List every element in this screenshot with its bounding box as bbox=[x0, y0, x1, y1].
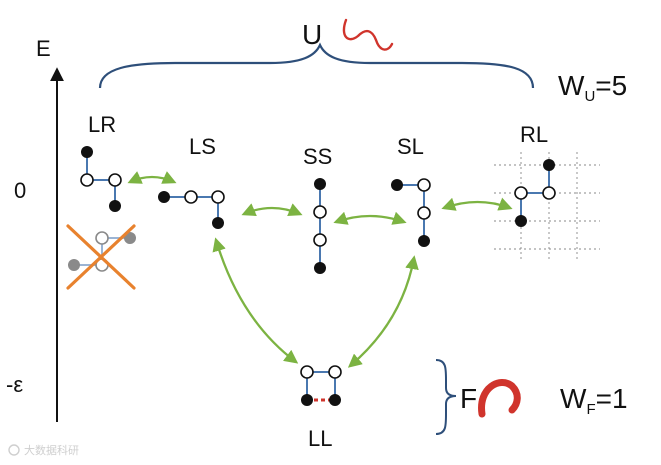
folded-brace bbox=[435, 359, 457, 435]
state-label-ll: LL bbox=[308, 426, 332, 451]
arrow-lr-ls bbox=[127, 171, 177, 184]
state-ls bbox=[158, 190, 225, 229]
unfolded-brace bbox=[98, 42, 535, 89]
state-ll bbox=[300, 365, 342, 406]
state-label-lr: LR bbox=[88, 112, 116, 137]
folded-hairpin-icon bbox=[478, 379, 521, 418]
watermark-text: 大数据科研 bbox=[24, 443, 79, 457]
forbidden-state bbox=[66, 224, 136, 290]
arrow-ls-ll bbox=[212, 237, 299, 364]
axis-tick-minus-epsilon: -ε bbox=[6, 372, 23, 397]
arrow-sl-rl bbox=[441, 197, 513, 211]
arrow-ls-ss bbox=[241, 203, 303, 216]
folded-label: F bbox=[460, 383, 477, 414]
folded-weight: WF=1 bbox=[560, 383, 628, 418]
arrow-sl-ll bbox=[347, 255, 419, 368]
unfolded-label: U bbox=[302, 19, 322, 50]
state-sl bbox=[391, 178, 431, 247]
transition-arrows bbox=[127, 171, 513, 368]
arrow-ss-sl bbox=[333, 211, 407, 225]
axis-label-e: E bbox=[36, 36, 51, 61]
axis-tick-zero: 0 bbox=[14, 178, 26, 203]
unfolded-chain-icon bbox=[342, 18, 394, 51]
state-ss bbox=[313, 178, 327, 274]
state-label-rl: RL bbox=[520, 122, 548, 147]
state-label-ss: SS bbox=[303, 144, 332, 169]
forbidden-cross bbox=[66, 224, 136, 290]
watermark: 大数据科研 bbox=[8, 443, 79, 457]
svg-text:WU=5: WU=5 bbox=[558, 70, 627, 105]
svg-text:WF=1: WF=1 bbox=[560, 383, 628, 418]
state-rl bbox=[514, 159, 556, 227]
state-lr bbox=[80, 146, 122, 212]
unfolded-weight: WU=5 bbox=[558, 70, 627, 105]
state-label-sl: SL bbox=[397, 134, 424, 159]
state-label-ls: LS bbox=[189, 134, 216, 159]
